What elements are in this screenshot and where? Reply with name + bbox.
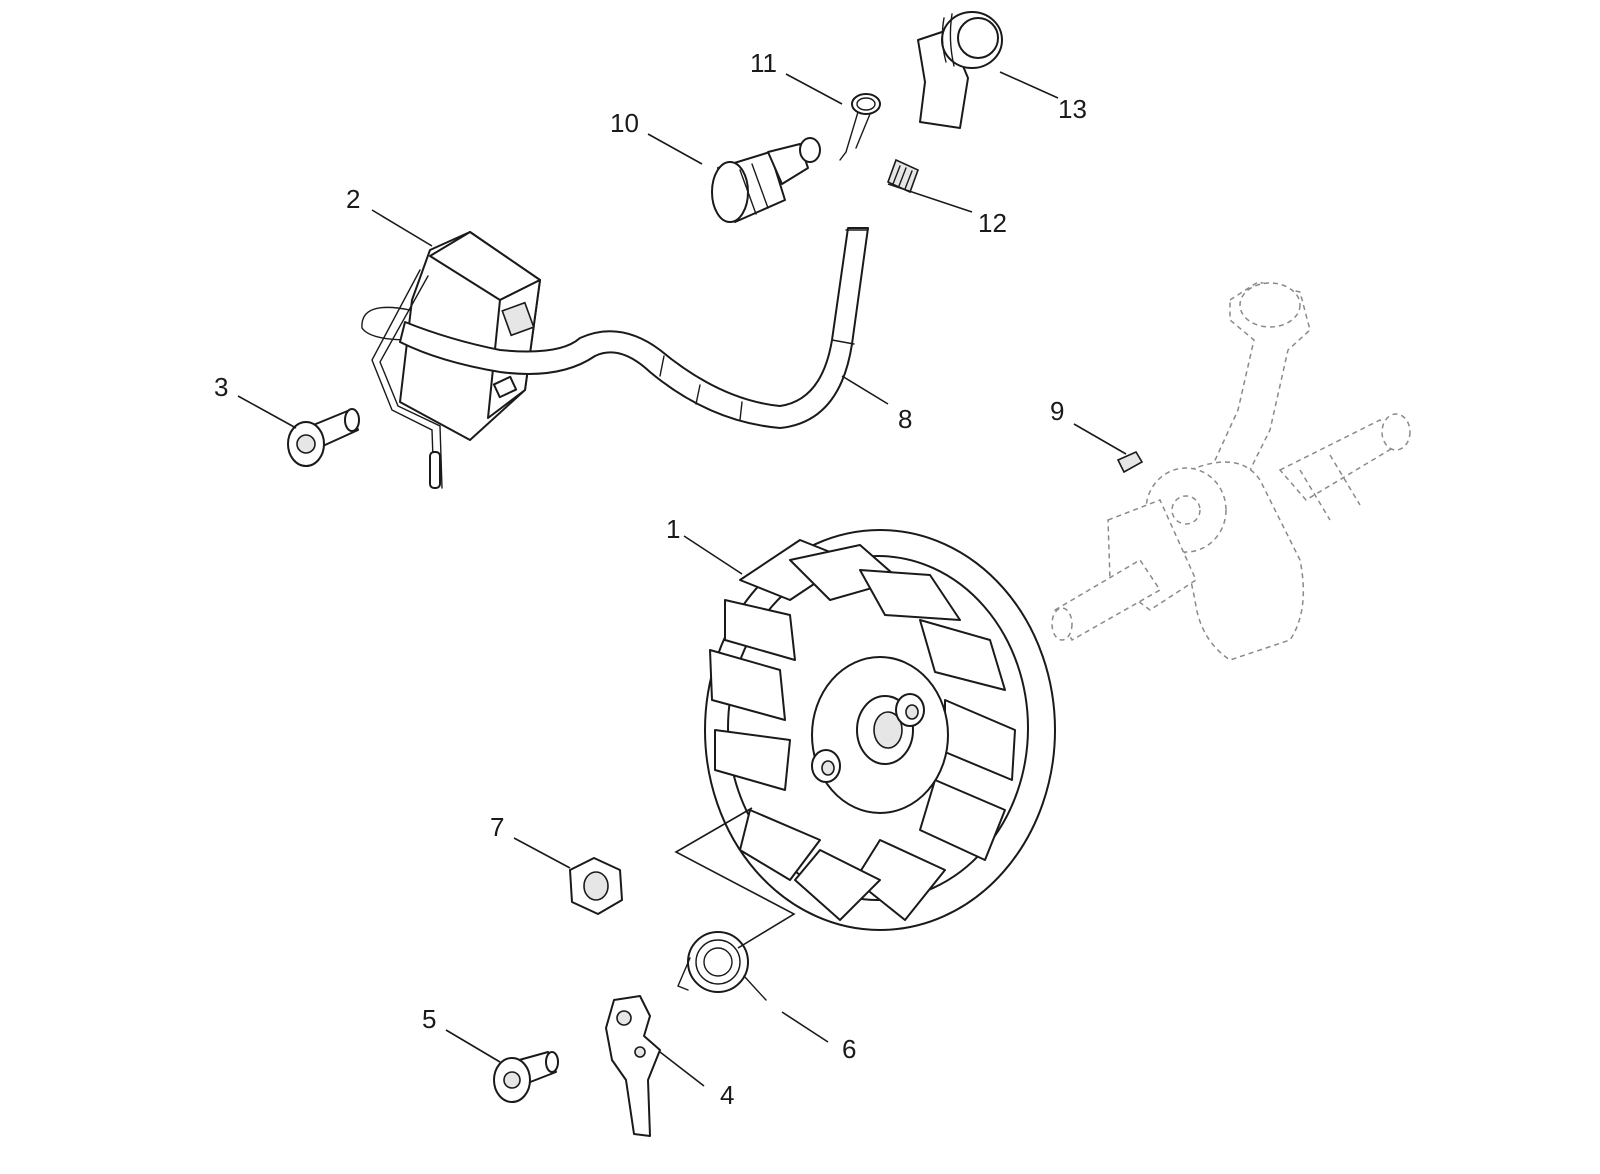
part-8-ignition-lead[interactable] [399, 227, 869, 429]
part-2-ignition-coil[interactable] [361, 231, 541, 489]
crankshaft-reference [1051, 281, 1411, 661]
callout-3: 3 [214, 372, 228, 402]
callout-1: 1 [666, 514, 680, 544]
leader-lines [237, 71, 1127, 1087]
part-3-screw[interactable] [287, 408, 360, 467]
callout-12: 12 [978, 208, 1007, 238]
callout-8: 8 [898, 404, 912, 434]
part-12-sleeve[interactable] [886, 158, 920, 194]
part-13-spark-plug-cap[interactable] [917, 11, 1003, 129]
part-7-nut[interactable] [569, 857, 623, 915]
callout-9: 9 [1050, 396, 1064, 426]
callout-10: 10 [610, 108, 639, 138]
part-4-pawl[interactable] [605, 995, 661, 1137]
callout-13: 13 [1058, 94, 1087, 124]
part-1-flywheel[interactable] [704, 529, 1056, 931]
callout-5: 5 [422, 1004, 436, 1034]
part-10-spark-plug[interactable] [711, 137, 821, 223]
part-9-key[interactable] [1116, 450, 1144, 474]
part-11-spring-clip[interactable] [839, 93, 881, 161]
part-5-screw[interactable] [493, 1051, 559, 1103]
callout-7: 7 [490, 812, 504, 842]
part-6-torsion-spring[interactable] [677, 931, 767, 1001]
callout-6: 6 [842, 1034, 856, 1064]
group-bracket [674, 807, 796, 949]
callout-4: 4 [720, 1080, 734, 1110]
callout-2: 2 [346, 184, 360, 214]
callout-11: 11 [750, 48, 777, 78]
callout-labels: 1 2 3 4 5 6 7 8 9 10 11 12 13 [214, 48, 1087, 1110]
